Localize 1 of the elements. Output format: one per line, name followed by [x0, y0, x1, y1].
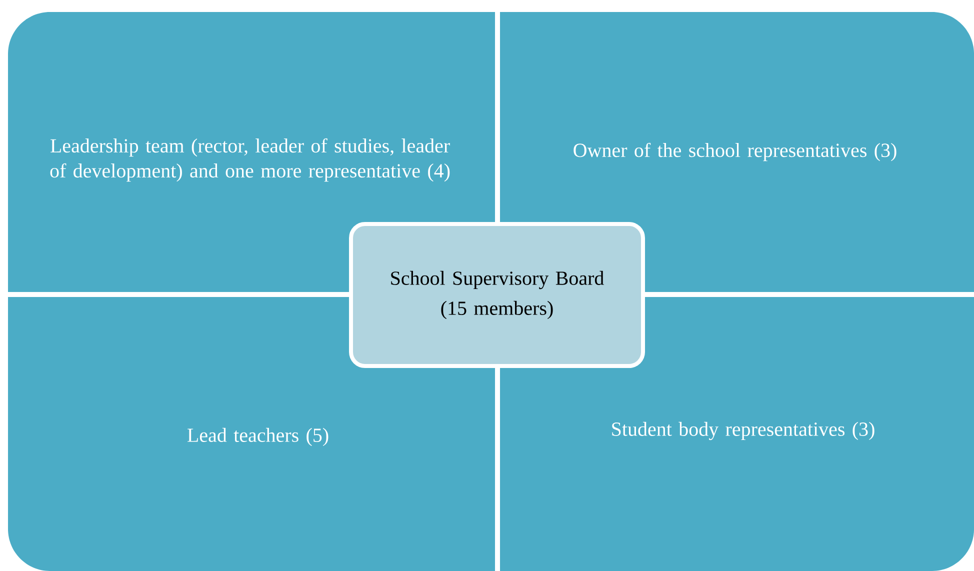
center-box: School Supervisory Board (15 members): [349, 222, 645, 368]
